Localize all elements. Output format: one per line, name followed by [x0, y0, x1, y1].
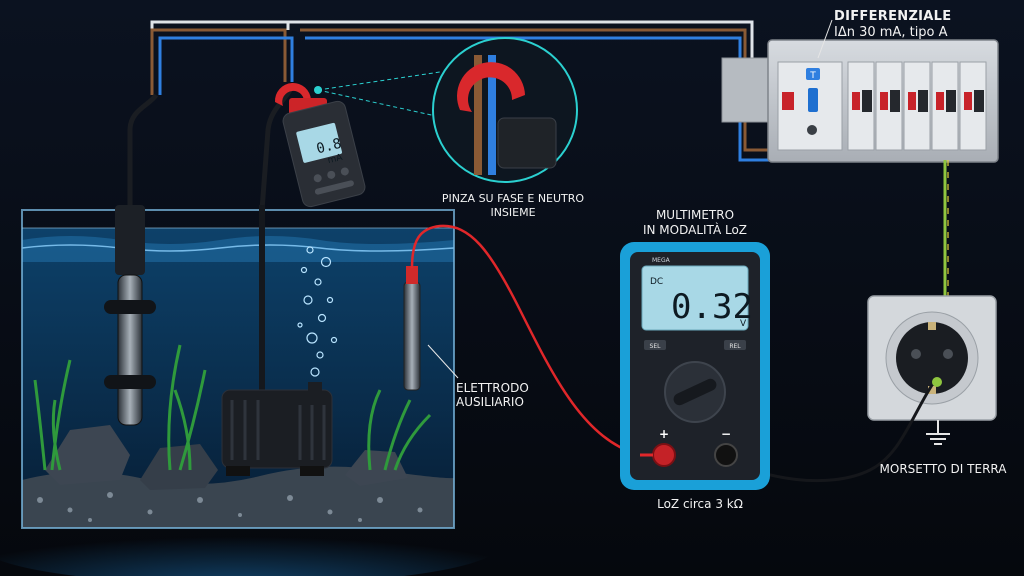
- wall-socket: [867, 295, 997, 421]
- zoom-callout-line-bottom: [317, 89, 446, 119]
- elettrodo-label-line1: ELETTRODO: [456, 381, 529, 395]
- meter-unit: V: [740, 319, 747, 329]
- breaker-test-button: T: [809, 71, 816, 81]
- meter-right-button: REL: [729, 343, 741, 350]
- pinza-label-line1: PINZA SU FASE E NEUTRO: [441, 192, 585, 205]
- multimetro-label-line2: IN MODALITÀ LoZ: [642, 223, 748, 237]
- heater-cord: [127, 93, 159, 210]
- electrode-callout-line: [427, 344, 459, 379]
- breaker-panel: [721, 39, 999, 163]
- red-probe-lead: [410, 224, 641, 457]
- clamp-reading: 0.8: [315, 136, 343, 158]
- loz-note: LoZ circa 3 kΩ: [657, 497, 743, 511]
- meter-reading: 0.32: [671, 287, 753, 327]
- meter-left-button: SEL: [650, 343, 662, 350]
- breaker-callout-line: [817, 19, 833, 59]
- aquarium-heater: [104, 205, 156, 426]
- meter-mode: DC: [650, 277, 663, 287]
- aquarium-tank: [21, 209, 455, 529]
- zoom-anchor-dot: [314, 86, 322, 94]
- elettrodo-label-line2: AUSILIARIO: [456, 395, 524, 409]
- clamp-zoom-inset: [432, 37, 578, 183]
- multimeter: [620, 242, 770, 490]
- pump-cord: [259, 88, 293, 211]
- water-pump: [221, 205, 333, 476]
- meter-minus-label: −: [721, 427, 731, 441]
- multimetro-label-line1: MULTIMETRO: [655, 208, 735, 222]
- clamp-meter: [274, 82, 366, 208]
- air-bubbles: [297, 246, 338, 377]
- auxiliary-electrode: [403, 266, 421, 391]
- differenziale-subtitle: IΔn 30 mA, tipo A: [834, 25, 948, 40]
- meter-plus-label: +: [659, 427, 669, 441]
- clamp-unit: mA: [327, 153, 345, 167]
- differenziale-title: DIFFERENZIALE: [834, 9, 952, 24]
- morsetto-label: MORSETTO DI TERRA: [879, 462, 1007, 476]
- ground-symbol: [926, 420, 950, 445]
- pinza-label-line2: INSIEME: [490, 206, 536, 219]
- meter-brand: MEGA: [652, 257, 671, 264]
